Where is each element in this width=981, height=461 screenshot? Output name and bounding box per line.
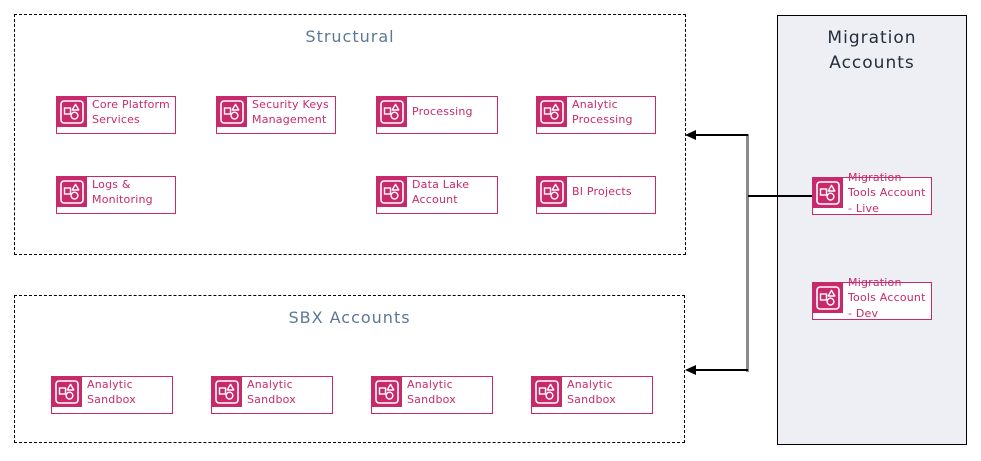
aws-account-icon xyxy=(57,177,87,207)
node-label: Analytic Sandbox xyxy=(247,377,296,406)
node-label: Analytic Sandbox xyxy=(407,377,456,406)
node-label: Analytic Sandbox xyxy=(567,377,616,406)
node-data-lake-account: Data Lake Account xyxy=(376,176,498,214)
node-label: Migration Tools Account - Live xyxy=(848,170,926,215)
node-label: BI Projects xyxy=(572,185,632,199)
node-label: Migration Tools Account - Dev xyxy=(848,275,926,320)
node-label: Core Platform Services xyxy=(92,97,170,126)
aws-account-icon xyxy=(813,178,843,208)
aws-account-icon xyxy=(537,97,567,127)
node-security-keys-management: Security Keys Management xyxy=(216,96,336,134)
node-analytic-processing: Analytic Processing xyxy=(536,96,656,134)
aws-account-icon xyxy=(537,177,567,207)
connector-live-to-trunk xyxy=(748,195,812,197)
node-label: Logs & Monitoring xyxy=(92,177,153,206)
node-label: Analytic Sandbox xyxy=(87,377,136,406)
connector-to-sbx xyxy=(694,369,748,371)
aws-account-icon xyxy=(532,377,562,407)
aws-account-icon xyxy=(52,377,82,407)
node-label: Data Lake Account xyxy=(412,177,470,206)
node-label: Processing xyxy=(412,105,473,119)
node-analytic-sandbox-2: Analytic Sandbox xyxy=(211,376,333,414)
node-analytic-sandbox-1: Analytic Sandbox xyxy=(51,376,173,414)
node-logs-monitoring: Logs & Monitoring xyxy=(56,176,176,214)
aws-account-icon xyxy=(813,283,843,313)
node-processing: Processing xyxy=(376,96,498,134)
structural-container: Structural Core Platform Services Securi… xyxy=(14,14,686,255)
node-migration-tools-live: Migration Tools Account - Live xyxy=(812,170,932,215)
connector-trunk-line xyxy=(746,134,749,372)
aws-account-icon xyxy=(377,177,407,207)
aws-account-icon xyxy=(377,97,407,127)
migration-accounts-title: Migration Accounts xyxy=(827,28,917,73)
arrowhead-structural xyxy=(685,130,696,140)
aws-account-icon xyxy=(217,97,247,127)
sbx-accounts-container: SBX Accounts Analytic Sandbox Analytic S… xyxy=(14,295,685,443)
node-label: Security Keys Management xyxy=(252,97,329,126)
sbx-accounts-title: SBX Accounts xyxy=(288,308,411,327)
migration-accounts-panel: Migration Accounts Migration Tools Accou… xyxy=(777,15,967,445)
aws-account-icon xyxy=(212,377,242,407)
node-label: Analytic Processing xyxy=(572,97,633,126)
structural-title: Structural xyxy=(305,27,395,46)
node-migration-tools-dev: Migration Tools Account - Dev xyxy=(812,275,932,320)
node-analytic-sandbox-4: Analytic Sandbox xyxy=(531,376,653,414)
aws-account-icon xyxy=(57,97,87,127)
arrowhead-sbx xyxy=(685,365,696,375)
node-bi-projects: BI Projects xyxy=(536,176,656,214)
node-core-platform-services: Core Platform Services xyxy=(56,96,176,134)
connector-to-structural xyxy=(694,134,748,136)
node-analytic-sandbox-3: Analytic Sandbox xyxy=(371,376,493,414)
aws-account-icon xyxy=(372,377,402,407)
